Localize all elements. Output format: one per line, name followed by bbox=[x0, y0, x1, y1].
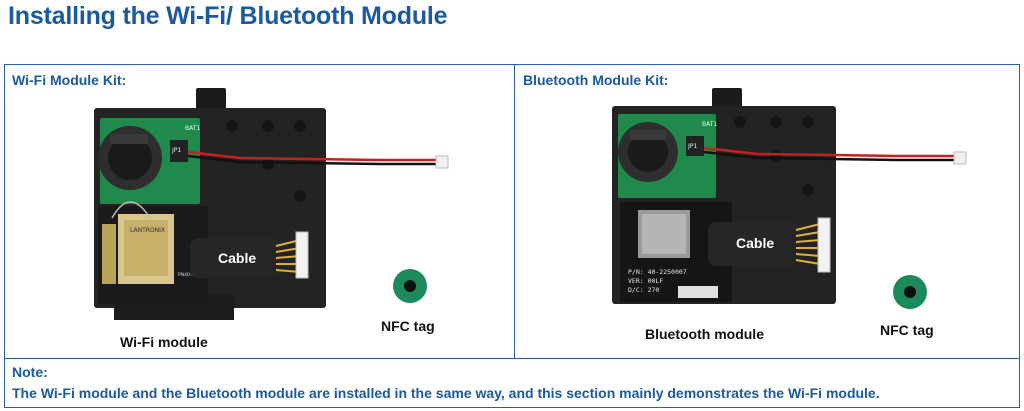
jp1-label: JP1 bbox=[687, 143, 697, 150]
cable-connector bbox=[817, 217, 831, 273]
battery-wire-red bbox=[703, 146, 954, 158]
kit-table bbox=[4, 64, 1020, 408]
column-divider bbox=[514, 64, 515, 359]
bluetooth-module-kit-image: BAT1 JP1 P/N: 40-2250007 VER: 00LF D/C: … bbox=[612, 88, 967, 309]
pcb-date-code: D/C: 270 bbox=[628, 286, 659, 294]
wire-connector bbox=[435, 155, 449, 169]
bluetooth-cable-label: Cable bbox=[736, 235, 774, 251]
note-divider bbox=[4, 358, 1020, 359]
pcb-part-number: P/N: 40-2250007 bbox=[628, 268, 687, 276]
bluetooth-kit-heading: Bluetooth Module Kit: bbox=[523, 72, 669, 88]
wifi-kit-heading: Wi-Fi Module Kit: bbox=[12, 72, 127, 88]
ribbon-cable bbox=[708, 222, 800, 266]
bluetooth-nfc-caption: NFC tag bbox=[880, 322, 934, 338]
wifi-module-caption: Wi-Fi module bbox=[120, 334, 208, 350]
antenna-wire bbox=[111, 201, 151, 219]
battery-wire-red bbox=[187, 150, 436, 162]
mounting-tab bbox=[196, 88, 226, 110]
wire-connector bbox=[953, 151, 967, 165]
bat1-label: BAT1 bbox=[702, 121, 717, 128]
bluetooth-module-caption: Bluetooth module bbox=[645, 326, 764, 342]
battery-wire-black bbox=[187, 154, 436, 166]
jp1-label: JP1 bbox=[171, 147, 181, 154]
bat1-label: BAT1 bbox=[185, 125, 200, 132]
chip-brand: LANTRONIX bbox=[130, 227, 165, 234]
wifi-module-kit-image: BAT1 JP1 LANTRONIX PN40-2250008 Cable bbox=[94, 88, 449, 320]
note-label: Note: bbox=[12, 364, 48, 380]
note-text: The Wi-Fi module and the Bluetooth modul… bbox=[12, 385, 880, 401]
ribbon-cable bbox=[190, 238, 280, 278]
cable-connector bbox=[295, 231, 309, 279]
battery-wire-black bbox=[703, 150, 954, 162]
wifi-cable-label: Cable bbox=[218, 250, 256, 266]
wifi-nfc-caption: NFC tag bbox=[381, 318, 435, 334]
mounting-tab bbox=[712, 88, 742, 108]
page-title: Installing the Wi-Fi/ Bluetooth Module bbox=[8, 2, 448, 30]
antenna-strip bbox=[102, 224, 116, 284]
pcb-version: VER: 00LF bbox=[628, 277, 663, 285]
